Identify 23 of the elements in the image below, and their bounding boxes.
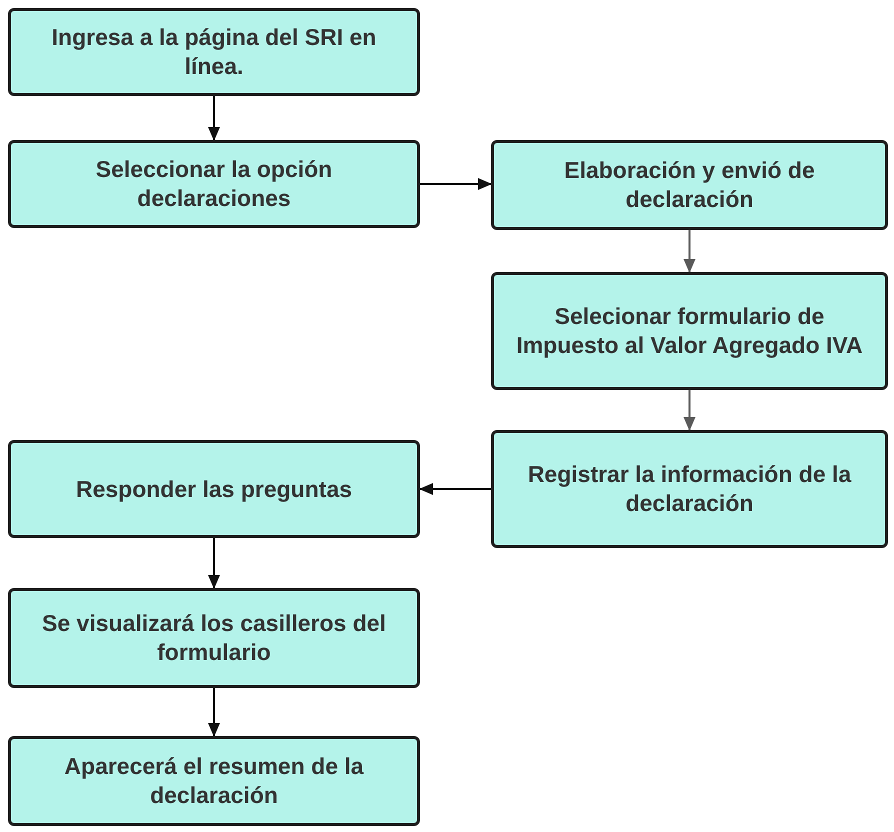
process-box [491,140,888,230]
step-text: Elaboración y envió de declaración [563,156,816,214]
arrow [420,178,492,190]
arrow [684,390,696,431]
process-box [8,8,420,96]
step-text: Ingresa a la página del SRI en línea. [50,23,378,81]
process-box [8,588,420,688]
step-text: Responder las preguntas [76,474,352,504]
arrow [208,96,220,141]
arrow [419,483,491,495]
step-text: Se visualizará los casilleros del formulario [41,609,387,667]
arrow [208,688,220,737]
step-text: Seleccionar la opción declaraciones [94,155,334,213]
step-text: Registrar la información de la declaración [526,460,852,518]
process-box [8,140,420,228]
process-box [8,736,420,826]
process-box [8,440,420,538]
arrow [684,230,696,273]
step-text: Selecionar formulario de Impuesto al Valor Agregado IVA [515,302,864,360]
process-box [491,430,888,548]
arrow [208,538,220,589]
process-box [491,272,888,390]
step-text: Aparecerá el resumen de la declaración [63,752,365,810]
